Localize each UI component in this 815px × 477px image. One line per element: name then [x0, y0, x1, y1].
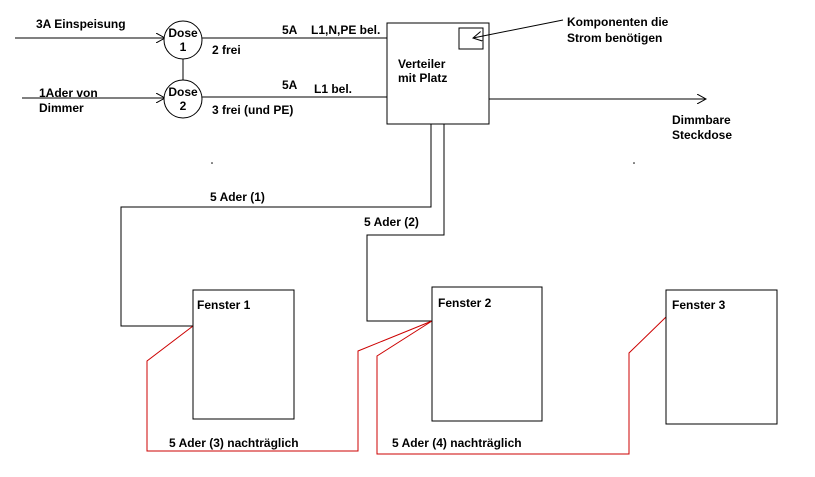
- window-3: [665, 289, 778, 425]
- feed-label: 3A Einspeisung: [36, 17, 126, 31]
- cable-2: [366, 124, 445, 322]
- cable-3: [146, 320, 433, 452]
- dose-2-number: 2: [180, 99, 187, 113]
- window-2-label: Fenster 2: [438, 296, 492, 310]
- outlet-label-line2: Steckdose: [672, 128, 732, 142]
- top-conductors: L1,N,PE bel.: [311, 23, 380, 37]
- dose-2-label: Dose: [168, 85, 198, 99]
- components-note-line1: Komponenten die: [567, 15, 669, 29]
- components-arrow: [473, 19, 564, 38]
- outlet-label-line1: Dimmbare: [672, 113, 731, 127]
- distributor-label-line1: Verteiler: [398, 57, 446, 71]
- window-3-label: Fenster 3: [672, 298, 726, 312]
- dose-1: [163, 20, 203, 60]
- dose-1-number: 1: [180, 40, 187, 54]
- window-1: [192, 289, 295, 420]
- dose-1-label: Dose: [168, 26, 198, 40]
- window-1-label: Fenster 1: [197, 298, 251, 312]
- components-note-line2: Strom benötigen: [567, 31, 662, 45]
- top-current: 5A: [282, 23, 298, 37]
- cable-4: [376, 316, 667, 455]
- stray-dot: [211, 162, 213, 164]
- cable-2-label: 5 Ader (2): [364, 215, 419, 229]
- dimmer-label-line1: 1Ader von: [39, 86, 98, 100]
- bottom-current: 5A: [282, 78, 298, 92]
- stray-dot: [633, 162, 635, 164]
- dimmer-label-line2: Dimmer: [39, 101, 84, 115]
- bottom-conductors: L1 bel.: [314, 82, 352, 96]
- cable-3-label: 5 Ader (3) nachträglich: [169, 436, 299, 450]
- distributor-label-line2: mit Platz: [398, 71, 447, 85]
- dose-2: [163, 79, 203, 119]
- dose-1-free: 2 frei: [212, 43, 241, 57]
- cable-4-label: 5 Ader (4) nachträglich: [392, 436, 522, 450]
- component-slot: [458, 27, 484, 50]
- cable-1: [120, 124, 432, 327]
- cable-1-label: 5 Ader (1): [210, 190, 265, 204]
- window-2: [431, 286, 543, 422]
- dose-2-free: 3 frei (und PE): [212, 103, 293, 117]
